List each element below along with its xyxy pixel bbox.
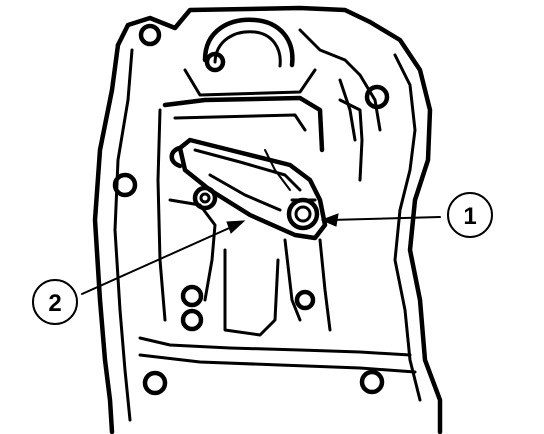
leader-lines xyxy=(81,213,441,295)
callout-1: 1 xyxy=(447,192,493,238)
valve-block xyxy=(156,95,364,337)
lever-bolt xyxy=(286,197,320,231)
shift-lever xyxy=(169,137,328,241)
bolt-holes xyxy=(112,23,390,396)
callout-2: 2 xyxy=(32,279,78,325)
housing-outline xyxy=(92,5,443,434)
callout-1-label: 1 xyxy=(463,203,476,230)
upper-cover xyxy=(183,17,382,142)
callout-2-label: 2 xyxy=(48,290,61,317)
